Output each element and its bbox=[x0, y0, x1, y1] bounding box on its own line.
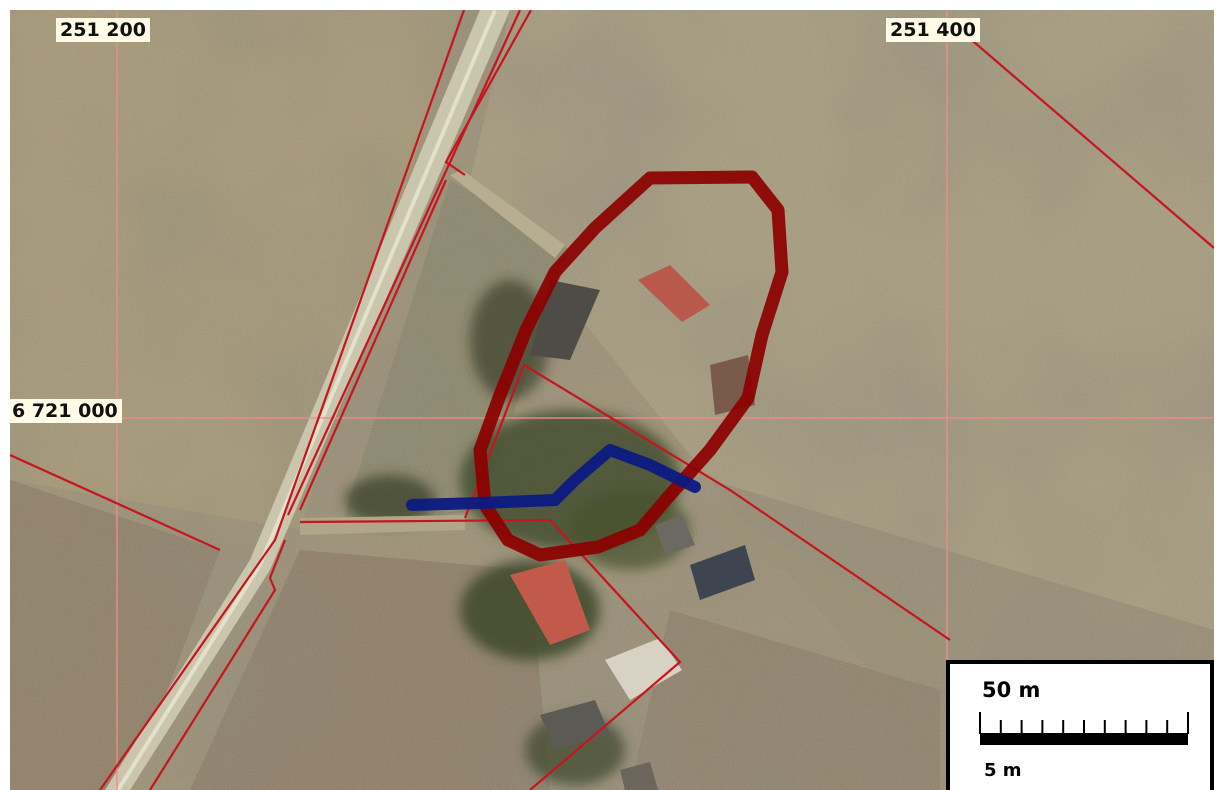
parcel-boundary bbox=[287, 10, 521, 516]
cadastral-parcels bbox=[10, 10, 1214, 790]
red-outline-area[interactable] bbox=[473, 170, 789, 562]
road bbox=[105, 10, 950, 790]
parcel-boundary bbox=[10, 453, 221, 552]
parcel-boundary bbox=[959, 29, 1214, 249]
parcel-boundary bbox=[99, 10, 466, 790]
blue-linear-feature[interactable] bbox=[406, 444, 701, 511]
grid-label-northing: 6 721 000 bbox=[10, 399, 122, 423]
parcel-boundary bbox=[149, 539, 287, 790]
grid-label-easting-right: 251 400 bbox=[886, 18, 980, 42]
scale-bar-fill bbox=[980, 733, 1188, 745]
scale-bar-major-label: 50 m bbox=[982, 678, 1041, 702]
aerial-imagery bbox=[10, 10, 1214, 790]
parcel-boundary bbox=[463, 363, 951, 641]
scale-bar: 50 m 5 m bbox=[946, 660, 1214, 790]
grid-label-easting-left: 251 200 bbox=[56, 18, 150, 42]
scale-bar-minor-label: 5 m bbox=[984, 760, 1022, 781]
parcel-boundary bbox=[299, 518, 682, 790]
parcel-boundary bbox=[444, 10, 532, 176]
scale-bar-graphic bbox=[979, 712, 1189, 745]
aerial-map[interactable] bbox=[10, 10, 1214, 790]
parcel-boundary bbox=[298, 179, 448, 511]
